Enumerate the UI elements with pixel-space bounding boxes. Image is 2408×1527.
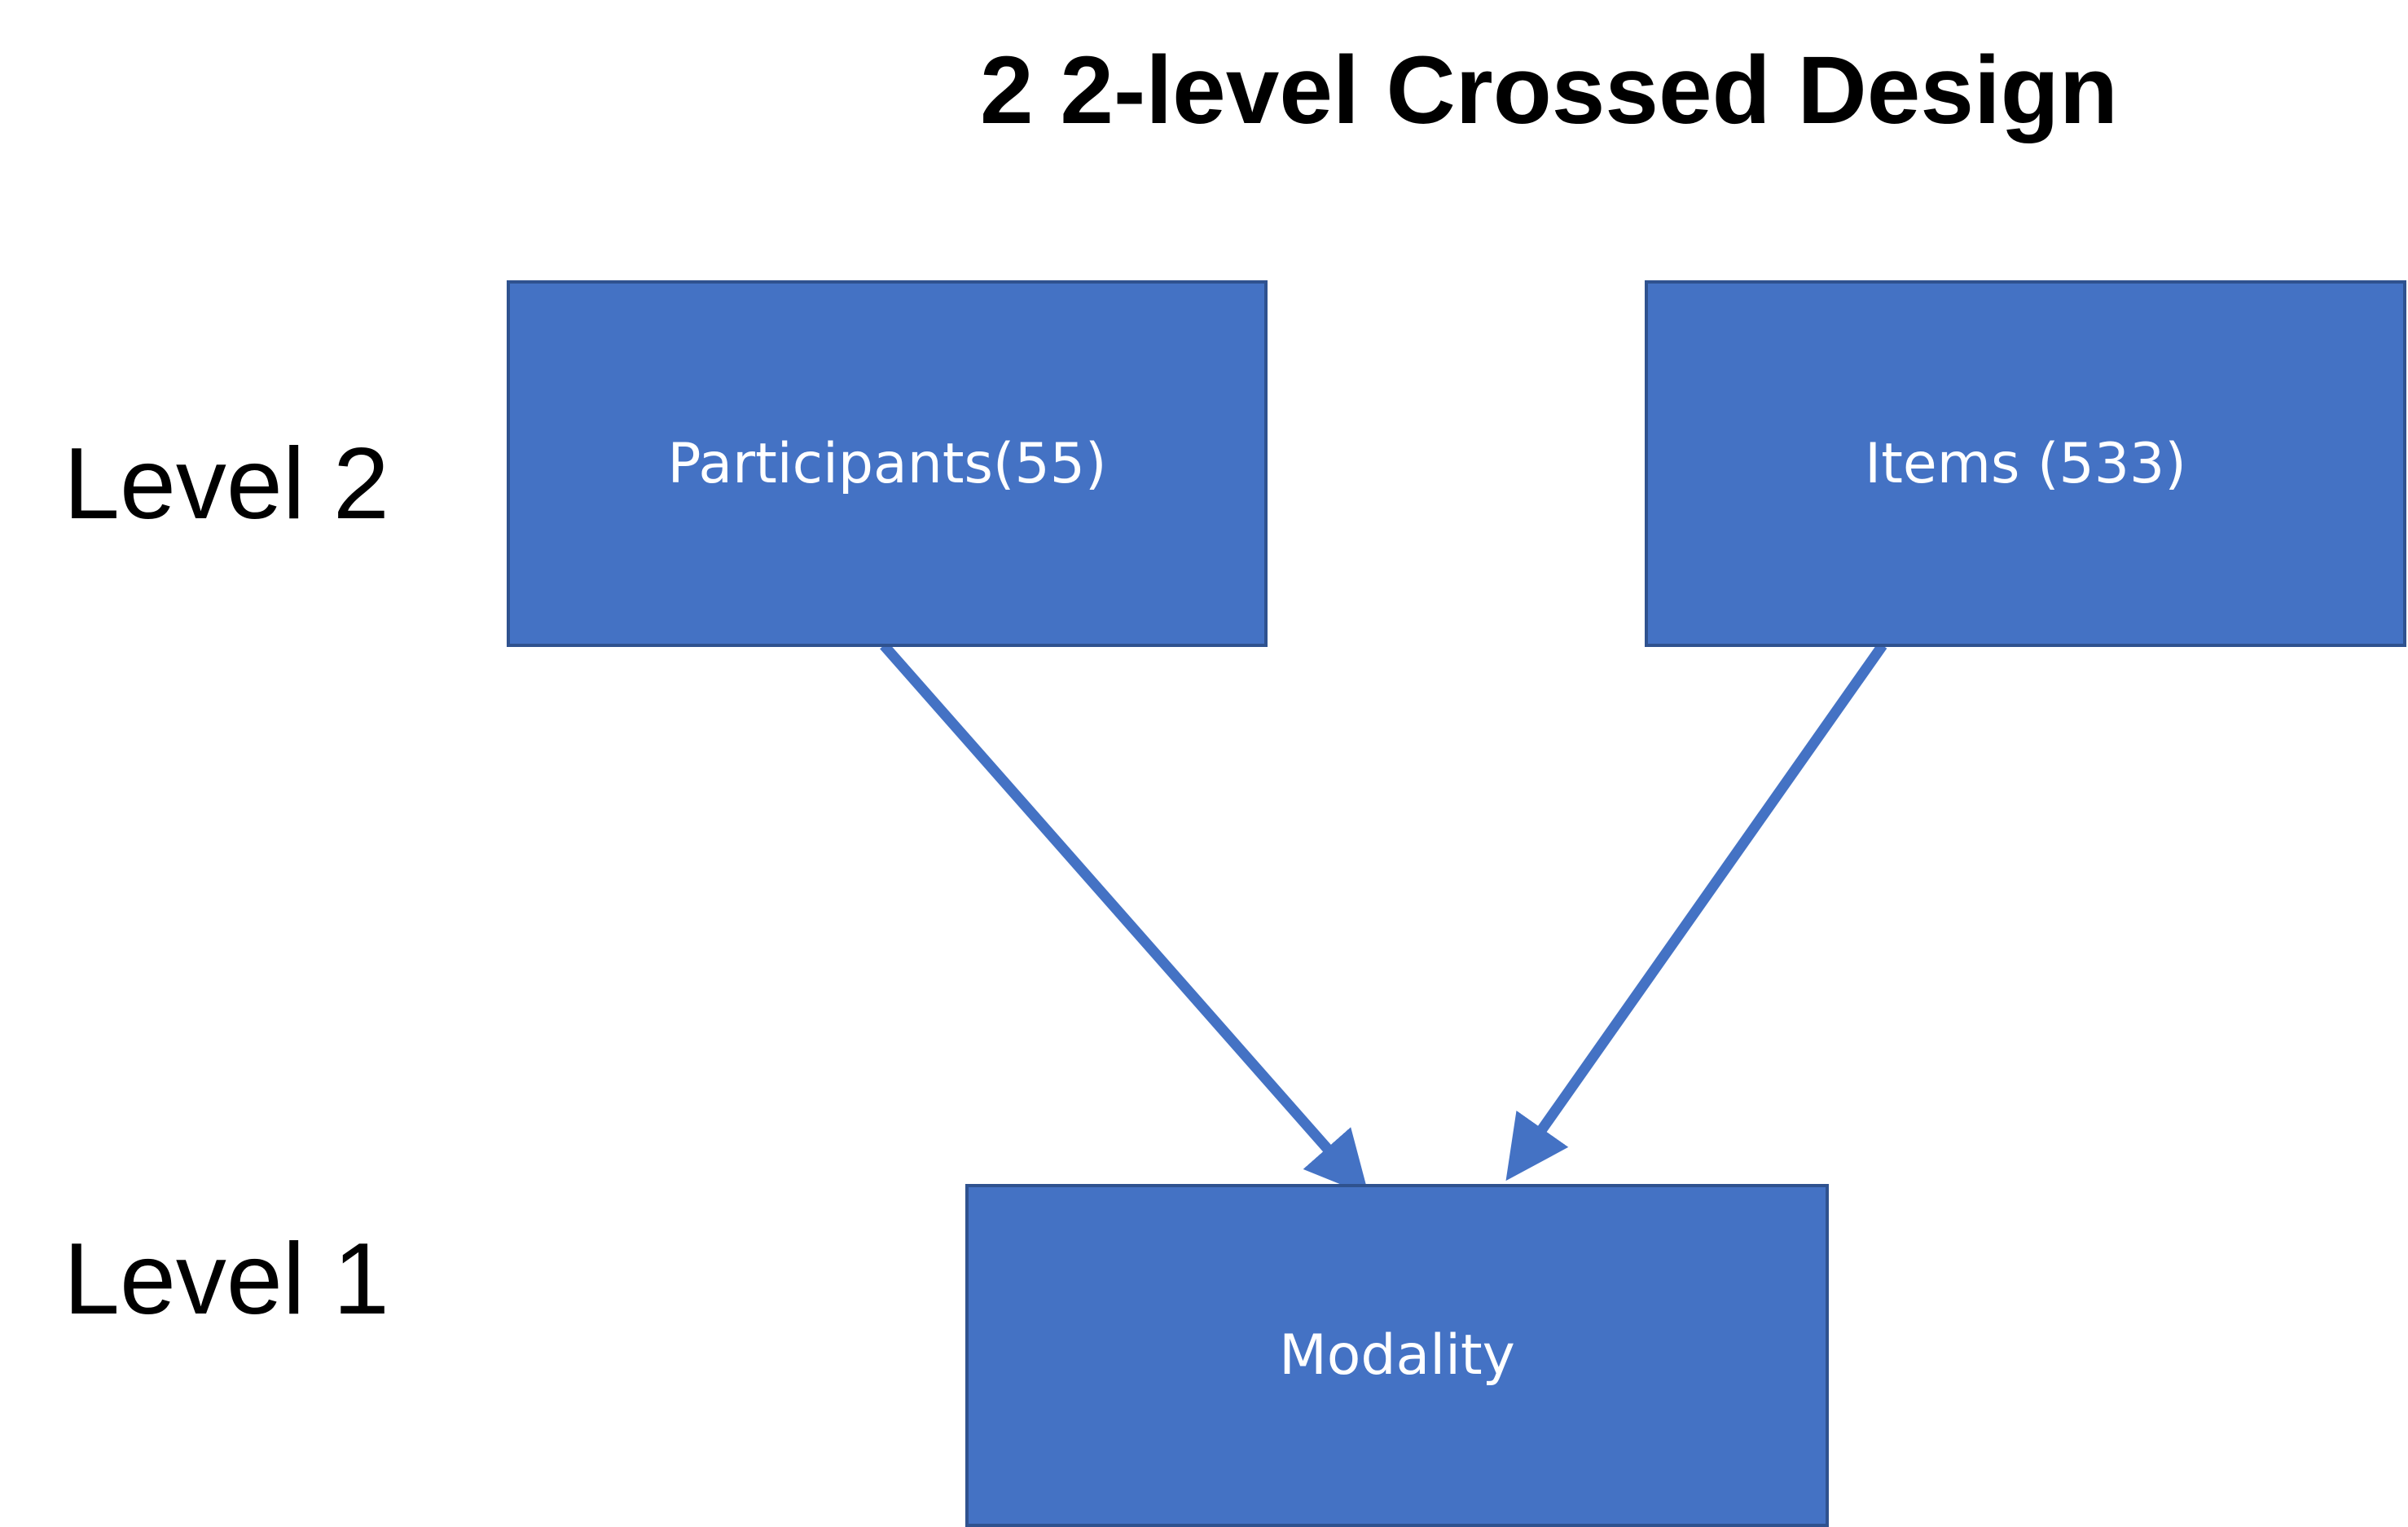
diagram-title: 2 2-level Crossed Design bbox=[980, 37, 2118, 144]
arrow-items-to-modality bbox=[1505, 642, 1887, 1182]
level-2-label: Level 2 bbox=[64, 428, 389, 540]
modality-node: Modality bbox=[965, 1184, 1829, 1527]
modality-node-label: Modality bbox=[1279, 1323, 1515, 1388]
participants-node-label: Participants(55) bbox=[667, 431, 1107, 496]
participants-node: Participants(55) bbox=[507, 280, 1268, 647]
level-1-label: Level 1 bbox=[64, 1223, 389, 1336]
arrow-participants-to-modality bbox=[880, 641, 1369, 1196]
items-node: Items (533) bbox=[1645, 280, 2406, 647]
items-node-label: Items (533) bbox=[1865, 431, 2186, 496]
